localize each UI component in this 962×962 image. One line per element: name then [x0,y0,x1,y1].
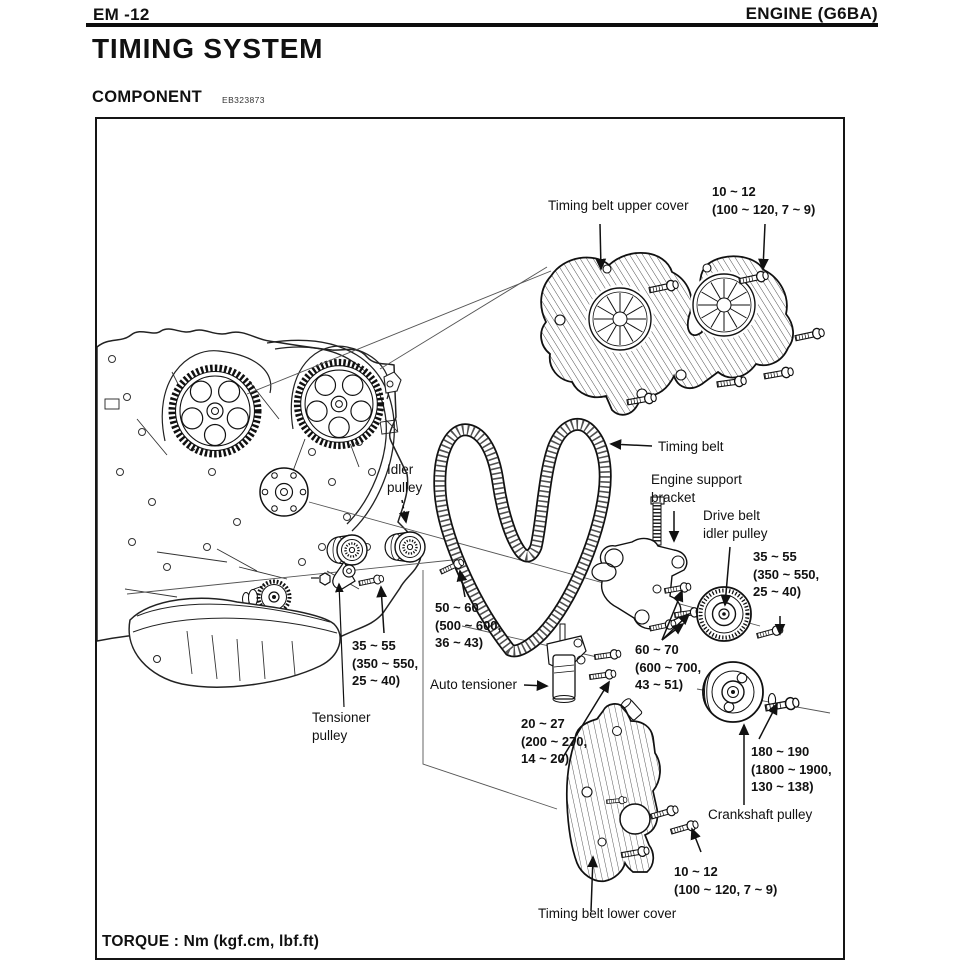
torque-drive-belt-idler: 35 ~ 55 (350 ~ 550, 25 ~ 40) [753,549,820,600]
drive-belt-idler-pulley-drawing [696,586,752,642]
label-idler-pulley: Idler pulley [387,462,423,495]
crankshaft-sprocket-drawing [242,579,292,615]
label-tensioner-pulley: Tensioner pulley [312,710,371,743]
label-upper-cover: Timing belt upper cover [548,198,689,213]
label-auto-tensioner: Auto tensioner [430,677,518,692]
torque-bracket-bolts: 60 ~ 70 (600 ~ 700, 43 ~ 51) [635,642,702,693]
torque-idler-bolt: 50 ~ 60 (500 ~ 600, 36 ~ 43) [435,600,502,651]
engine-code: ENGINE (G6BA) [745,4,878,23]
timing-belt-drawing [433,418,612,658]
label-lower-cover: Timing belt lower cover [538,906,677,921]
torque-tensioner-bolt: 35 ~ 55 (350 ~ 550, 25 ~ 40) [352,638,419,689]
label-drive-belt-idler-pulley: Drive belt idler pulley [703,508,768,541]
page-code: EM -12 [93,5,150,24]
idler-pulley-drawing [383,530,427,564]
page-title: TIMING SYSTEM [92,33,324,64]
auto-tensioner-bolts [588,648,622,683]
engine-support-bracket-drawing [591,496,688,630]
torque-units-note: TORQUE : Nm (kgf.cm, lbf.ft) [102,933,320,950]
camshaft-sprocket-left [172,368,258,454]
label-crankshaft-pulley: Crankshaft pulley [708,807,813,822]
crankshaft-pulley-drawing [702,661,764,723]
auto-tensioner-drawing [546,623,587,703]
torque-lower-cover: 10 ~ 12 (100 ~ 120, 7 ~ 9) [674,864,778,897]
section-heading: COMPONENT [92,88,202,106]
torque-crank-bolt: 180 ~ 190 (1800 ~ 1900, 130 ~ 138) [751,744,832,795]
label-engine-support-bracket: Engine support bracket [651,472,742,505]
upper-cover-drawing [540,252,794,416]
exploded-view-drawing [97,223,831,912]
camshaft-sprocket-right [297,362,380,445]
oil-pan-drawing [128,597,341,688]
component-diagram: Timing belt upper cover 10 ~ 12 (100 ~ 1… [95,117,845,960]
header-rule [86,23,878,27]
water-pump-drawing [259,467,309,517]
tensioner-pulley-drawing [311,533,369,590]
crankshaft-bolt [763,692,801,715]
section-code: EB323873 [222,95,265,105]
torque-auto-tensioner: 20 ~ 27 (200 ~ 270, 14 ~ 20) [521,716,588,767]
callout-arrows [335,223,786,912]
lower-cover-drawing [565,698,661,883]
label-timing-belt: Timing belt [658,439,724,454]
projection-lines [126,266,831,810]
torque-upper-cover: 10 ~ 12 (100 ~ 120, 7 ~ 9) [712,184,816,217]
